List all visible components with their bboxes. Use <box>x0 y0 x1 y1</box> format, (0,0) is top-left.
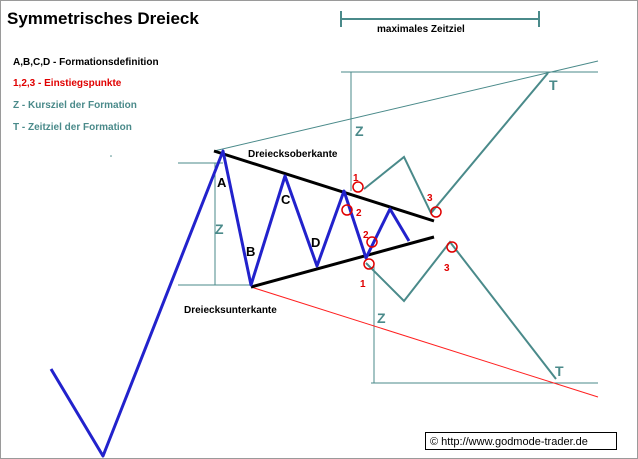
price-path <box>49 149 411 458</box>
bearish-scenario <box>365 240 557 380</box>
entry-marker-down-3 <box>446 241 458 253</box>
lower-edge-label: Dreiecksunterkante <box>184 305 277 316</box>
entry-label-down-1: 1 <box>360 279 366 290</box>
entry-label-up-2: 2 <box>356 208 362 219</box>
point-a-label: A <box>217 175 227 190</box>
entry-label-up-1: 1 <box>353 173 359 184</box>
credit-link[interactable]: © http://www.godmode-trader.de <box>425 432 617 450</box>
legend-item-time-target: T - Zeitziel der Formation <box>13 122 132 133</box>
z-upper-label: Z <box>355 123 364 139</box>
point-b-label: B <box>246 244 255 259</box>
legend-item-price-target: Z - Kursziel der Formation <box>13 100 137 111</box>
entry-marker-up-3 <box>430 206 442 218</box>
entry-marker-up-1 <box>352 181 364 193</box>
upper-projection-line <box>213 60 599 152</box>
triangle-lower-edge <box>250 235 435 289</box>
z-left-label: Z <box>215 221 224 237</box>
triangle-upper-edge <box>213 149 435 223</box>
point-d-label: D <box>311 235 320 250</box>
point-c-label: C <box>281 192 291 207</box>
z-lower-label: Z <box>377 310 386 326</box>
entry-marker-up-2 <box>341 204 353 216</box>
lower-projection-line <box>250 286 599 398</box>
upper-edge-label: Dreiecksoberkante <box>248 149 338 160</box>
bullish-scenario <box>363 72 549 215</box>
t-upper-label: T <box>549 77 558 93</box>
entry-label-up-3: 3 <box>427 193 433 204</box>
entry-marker-down-2 <box>366 236 378 248</box>
t-lower-label: T <box>555 363 564 379</box>
entry-label-down-2: 2 <box>363 230 369 241</box>
legend-item-entry: 1,2,3 - Einstiegspunkte <box>13 78 122 89</box>
time-target-bracket <box>340 11 540 27</box>
entry-marker-down-1 <box>363 258 375 270</box>
diagram-title: Symmetrisches Dreieck <box>7 9 199 28</box>
entry-label-down-3: 3 <box>444 263 450 274</box>
legend-item-formation: A,B,C,D - Formationsdefinition <box>13 57 159 68</box>
stray-dot <box>110 155 112 157</box>
time-target-label: maximales Zeitziel <box>377 24 465 35</box>
